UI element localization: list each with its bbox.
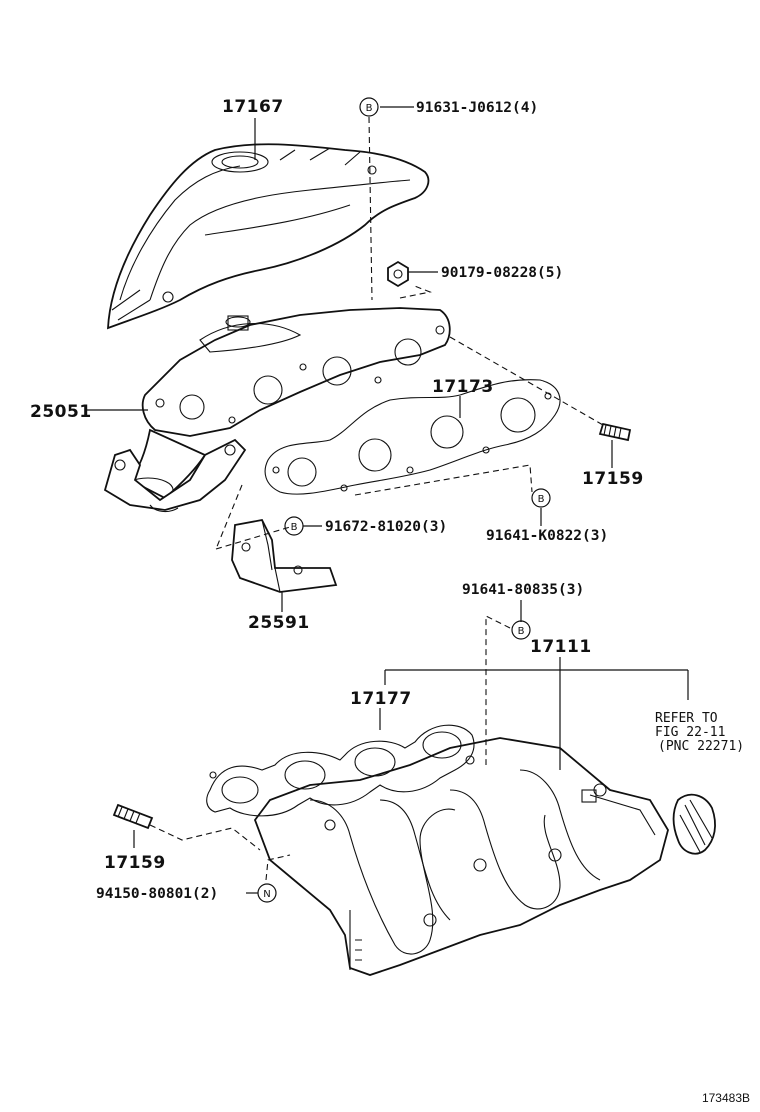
exhaust-manifold-drawing <box>103 307 451 513</box>
ref-91672: 91672-81020(3) <box>325 519 447 535</box>
svg-text:B: B <box>291 522 298 533</box>
ref-90179: 90179-08228(5) <box>441 265 563 281</box>
svg-text:B: B <box>538 494 545 505</box>
marker-b-3: B <box>531 488 551 508</box>
label-25591: 25591 <box>248 613 310 633</box>
marker-b-4: B <box>511 620 531 640</box>
figure-id: 173483B <box>702 1091 750 1105</box>
ref-91631: 91631-J0612(4) <box>416 100 538 116</box>
refer-note-line3: (PNC 22271) <box>658 739 744 754</box>
label-17173: 17173 <box>432 377 494 397</box>
label-25051: 25051 <box>30 402 92 422</box>
svg-text:N: N <box>263 889 270 900</box>
pcv-hose-drawing <box>672 793 716 855</box>
marker-n: N <box>257 883 277 903</box>
svg-text:B: B <box>366 103 373 114</box>
exhaust-gasket-drawing <box>264 379 561 495</box>
intake-manifold-drawing <box>253 737 669 976</box>
ref-91641-80835: 91641-80835(3) <box>462 582 584 598</box>
intake-gasket-drawing <box>206 724 475 817</box>
stud-top-drawing <box>598 422 632 442</box>
leader-lines <box>86 106 689 894</box>
marker-b-2: B <box>284 516 304 536</box>
ref-91641-k0822: 91641-K0822(3) <box>486 528 608 544</box>
marker-b-1: B <box>359 97 379 117</box>
stud-bottom-drawing <box>112 803 154 830</box>
manifold-stay-drawing <box>231 518 338 593</box>
label-17111: 17111 <box>530 637 592 657</box>
label-17167: 17167 <box>222 97 284 117</box>
heat-insulator-drawing <box>107 143 430 330</box>
refer-note-line1: REFER TO <box>655 711 718 726</box>
refer-note-line2: FIG 22-11 <box>655 725 725 740</box>
label-17177: 17177 <box>350 689 412 709</box>
label-17159-top: 17159 <box>582 469 644 489</box>
nut-drawing <box>387 260 409 288</box>
label-17159-bottom: 17159 <box>104 853 166 873</box>
svg-text:B: B <box>518 626 525 637</box>
ref-94150: 94150-80801(2) <box>96 886 218 902</box>
